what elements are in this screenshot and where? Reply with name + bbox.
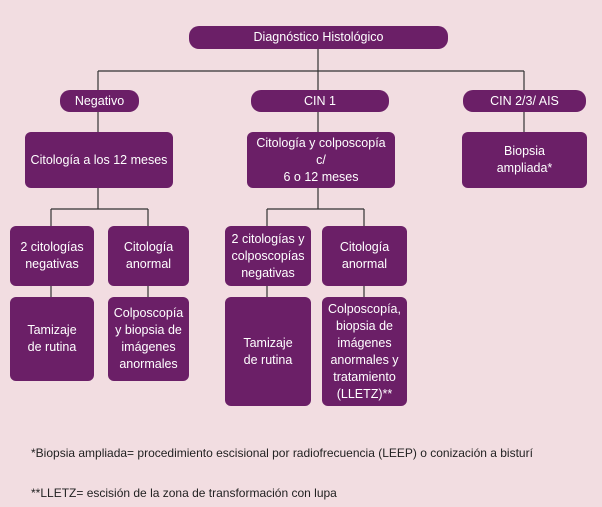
node-negativo-2-citologias: 2 citologías negativas (10, 226, 94, 286)
node-cin1-tamizaje: Tamizaje de rutina (225, 297, 311, 406)
node-cin23-biopsia-ampliada: Biopsia ampliada* (462, 132, 587, 188)
node-negativo-tamizaje: Tamizaje de rutina (10, 297, 94, 381)
node-cin1-citologia-anormal: Citología anormal (322, 226, 407, 286)
node-diagnostico-histologico: Diagnóstico Histológico (189, 26, 448, 49)
node-cin1-colposcopia-tratamiento: Colposcopía, biopsia de imágenes anormal… (322, 297, 407, 406)
node-negativo-citologia-12-meses: Citología a los 12 meses (25, 132, 173, 188)
node-cin23-ais: CIN 2/3/ AIS (463, 90, 586, 112)
footnote-lletz: **LLETZ= escisión de la zona de transfor… (31, 486, 337, 500)
node-cin1: CIN 1 (251, 90, 389, 112)
node-cin1-2-citologias: 2 citologías y colposcopías negativas (225, 226, 311, 286)
node-negativo-colposcopia-biopsia: Colposcopía y biopsia de imágenes anorma… (108, 297, 189, 381)
node-cin1-citologia-colposcopia: Citología y colposcopía c/ 6 o 12 meses (247, 132, 395, 188)
footnote-biopsia-ampliada: *Biopsia ampliada= procedimiento escisio… (31, 446, 533, 460)
node-negativo-citologia-anormal: Citología anormal (108, 226, 189, 286)
node-negativo: Negativo (60, 90, 139, 112)
